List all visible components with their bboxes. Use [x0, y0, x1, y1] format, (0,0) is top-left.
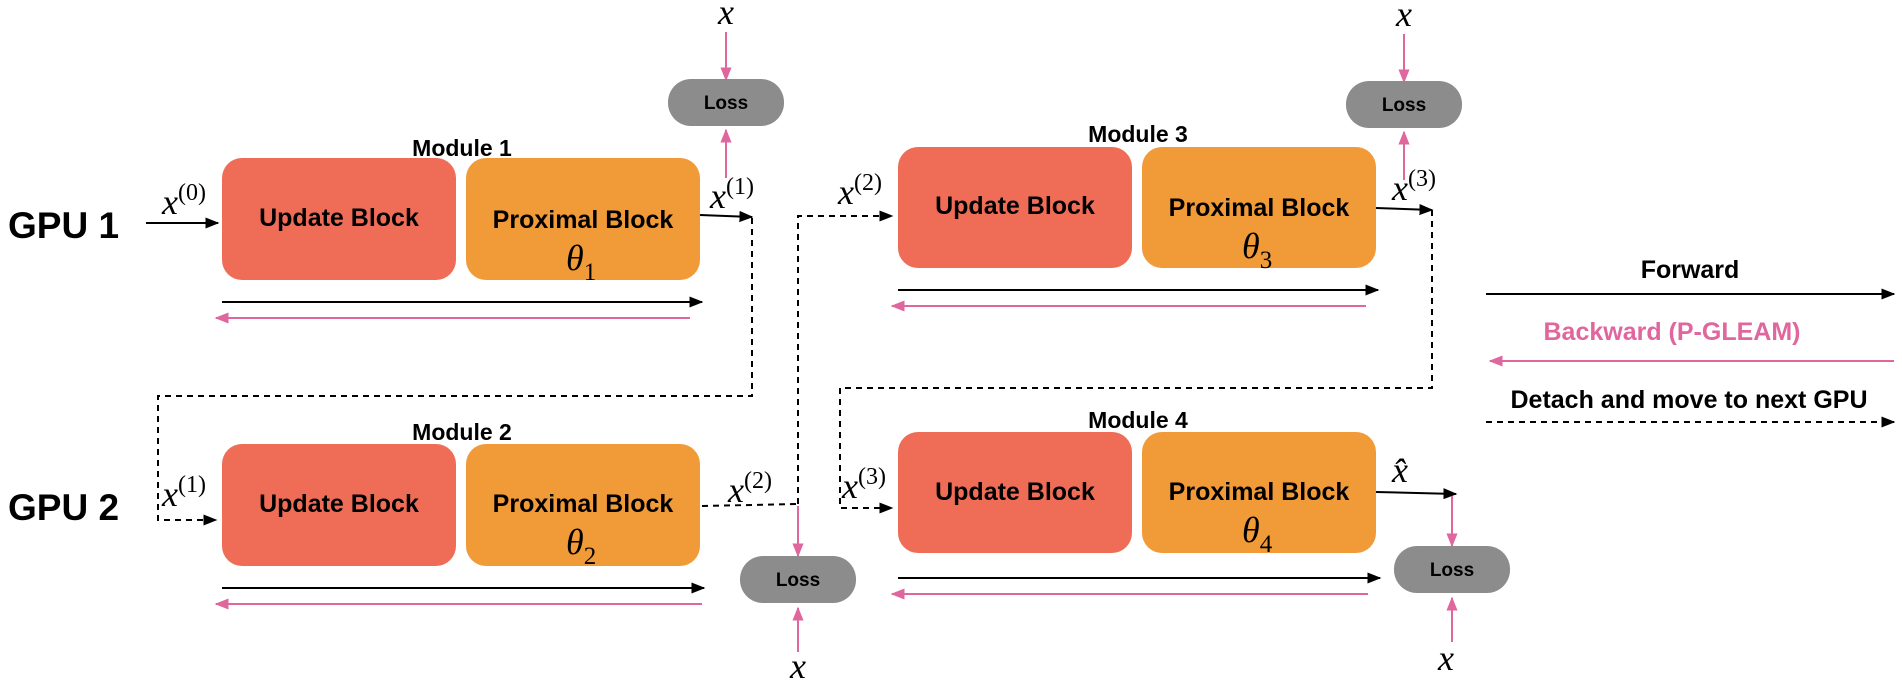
module-1-proximal-label: Proximal Block	[493, 206, 674, 234]
loss-1: x Loss	[668, 0, 784, 178]
module-3-update-label: Update Block	[935, 192, 1095, 220]
module-4-proximal-block	[1142, 432, 1376, 553]
loss-4: Loss x	[1394, 496, 1510, 678]
loss-2: Loss x	[740, 506, 856, 682]
module-1-title: Module 1	[412, 135, 512, 161]
loss-1-target-x: x	[717, 0, 734, 32]
transfer-module3-to-module4	[839, 210, 1433, 514]
module-3-title: Module 3	[1088, 121, 1188, 147]
legend-backward-label: Backward (P-GLEAM)	[1544, 318, 1801, 346]
module-3-output-label: x(3)	[1391, 166, 1436, 208]
transfer-module2-to-module3	[797, 210, 894, 504]
module-4-output-label: x̂	[1391, 450, 1408, 490]
module-4-input-label: x(3)	[841, 464, 886, 506]
module-4-output-arrow	[1375, 488, 1458, 500]
module-4-proximal-label: Proximal Block	[1169, 478, 1350, 506]
loss-4-target-x: x	[1437, 638, 1454, 678]
loss-2-target-x: x	[789, 646, 806, 682]
module-3-proximal-label: Proximal Block	[1169, 194, 1350, 222]
gpu-2-label: GPU 2	[8, 487, 119, 528]
module-2-theta: θ2	[566, 522, 596, 570]
module-4: Module 4 Update Block Proximal Block θ4 …	[841, 407, 1458, 600]
module-2-output-label: x(2)	[727, 468, 772, 510]
module-2-proximal-label: Proximal Block	[493, 490, 674, 518]
module-2: Module 2 Update Block Proximal Block θ2 …	[161, 419, 799, 610]
loss-3-label: Loss	[1382, 95, 1426, 116]
module-3: Module 3 Update Block Proximal Block θ3 …	[837, 121, 1436, 312]
module-4-title: Module 4	[1088, 407, 1188, 433]
module-3-input-label: x(2)	[837, 170, 882, 212]
module-3-output-arrow	[1375, 203, 1434, 216]
module-1-input-label: x(0)	[161, 180, 206, 222]
loss-1-label: Loss	[704, 93, 748, 114]
module-2-update-label: Update Block	[259, 490, 419, 518]
module-3-theta: θ3	[1242, 226, 1272, 274]
loss-1-box	[668, 79, 784, 126]
loss-2-label: Loss	[776, 570, 820, 591]
module-1-theta: θ1	[566, 238, 596, 286]
module-2-proximal-block	[466, 444, 700, 566]
transfer-module1-to-module2	[157, 218, 753, 526]
module-1-output-arrow	[699, 210, 754, 223]
gpu-1-label: GPU 1	[8, 205, 119, 246]
module-3-update-block	[898, 147, 1132, 268]
legend-forward-label: Forward	[1641, 256, 1740, 284]
module-2-output-arrow	[701, 503, 799, 507]
legend-detach-label: Detach and move to next GPU	[1510, 386, 1867, 414]
module-2-update-block	[222, 444, 456, 566]
loss-4-box	[1394, 546, 1510, 593]
legend: Forward Backward (P-GLEAM) Detach and mo…	[1486, 256, 1896, 428]
loss-3: x Loss	[1346, 0, 1462, 180]
module-2-title: Module 2	[412, 419, 512, 445]
module-1-proximal-block	[466, 158, 700, 280]
loss-4-label: Loss	[1430, 560, 1474, 581]
module-1-update-label: Update Block	[259, 204, 419, 232]
module-4-theta: θ4	[1242, 510, 1273, 558]
module-4-update-block	[898, 432, 1132, 553]
module-1-update-block	[222, 158, 456, 280]
module-2-input-label: x(1)	[161, 472, 206, 514]
module-3-proximal-block	[1142, 147, 1376, 268]
loss-3-target-x: x	[1395, 0, 1412, 34]
module-4-update-label: Update Block	[935, 478, 1095, 506]
loss-3-box	[1346, 81, 1462, 128]
module-1: Module 1 Update Block Proximal Block θ1 …	[146, 135, 754, 324]
loss-2-box	[740, 556, 856, 603]
module-1-output-label: x(1)	[709, 174, 754, 216]
